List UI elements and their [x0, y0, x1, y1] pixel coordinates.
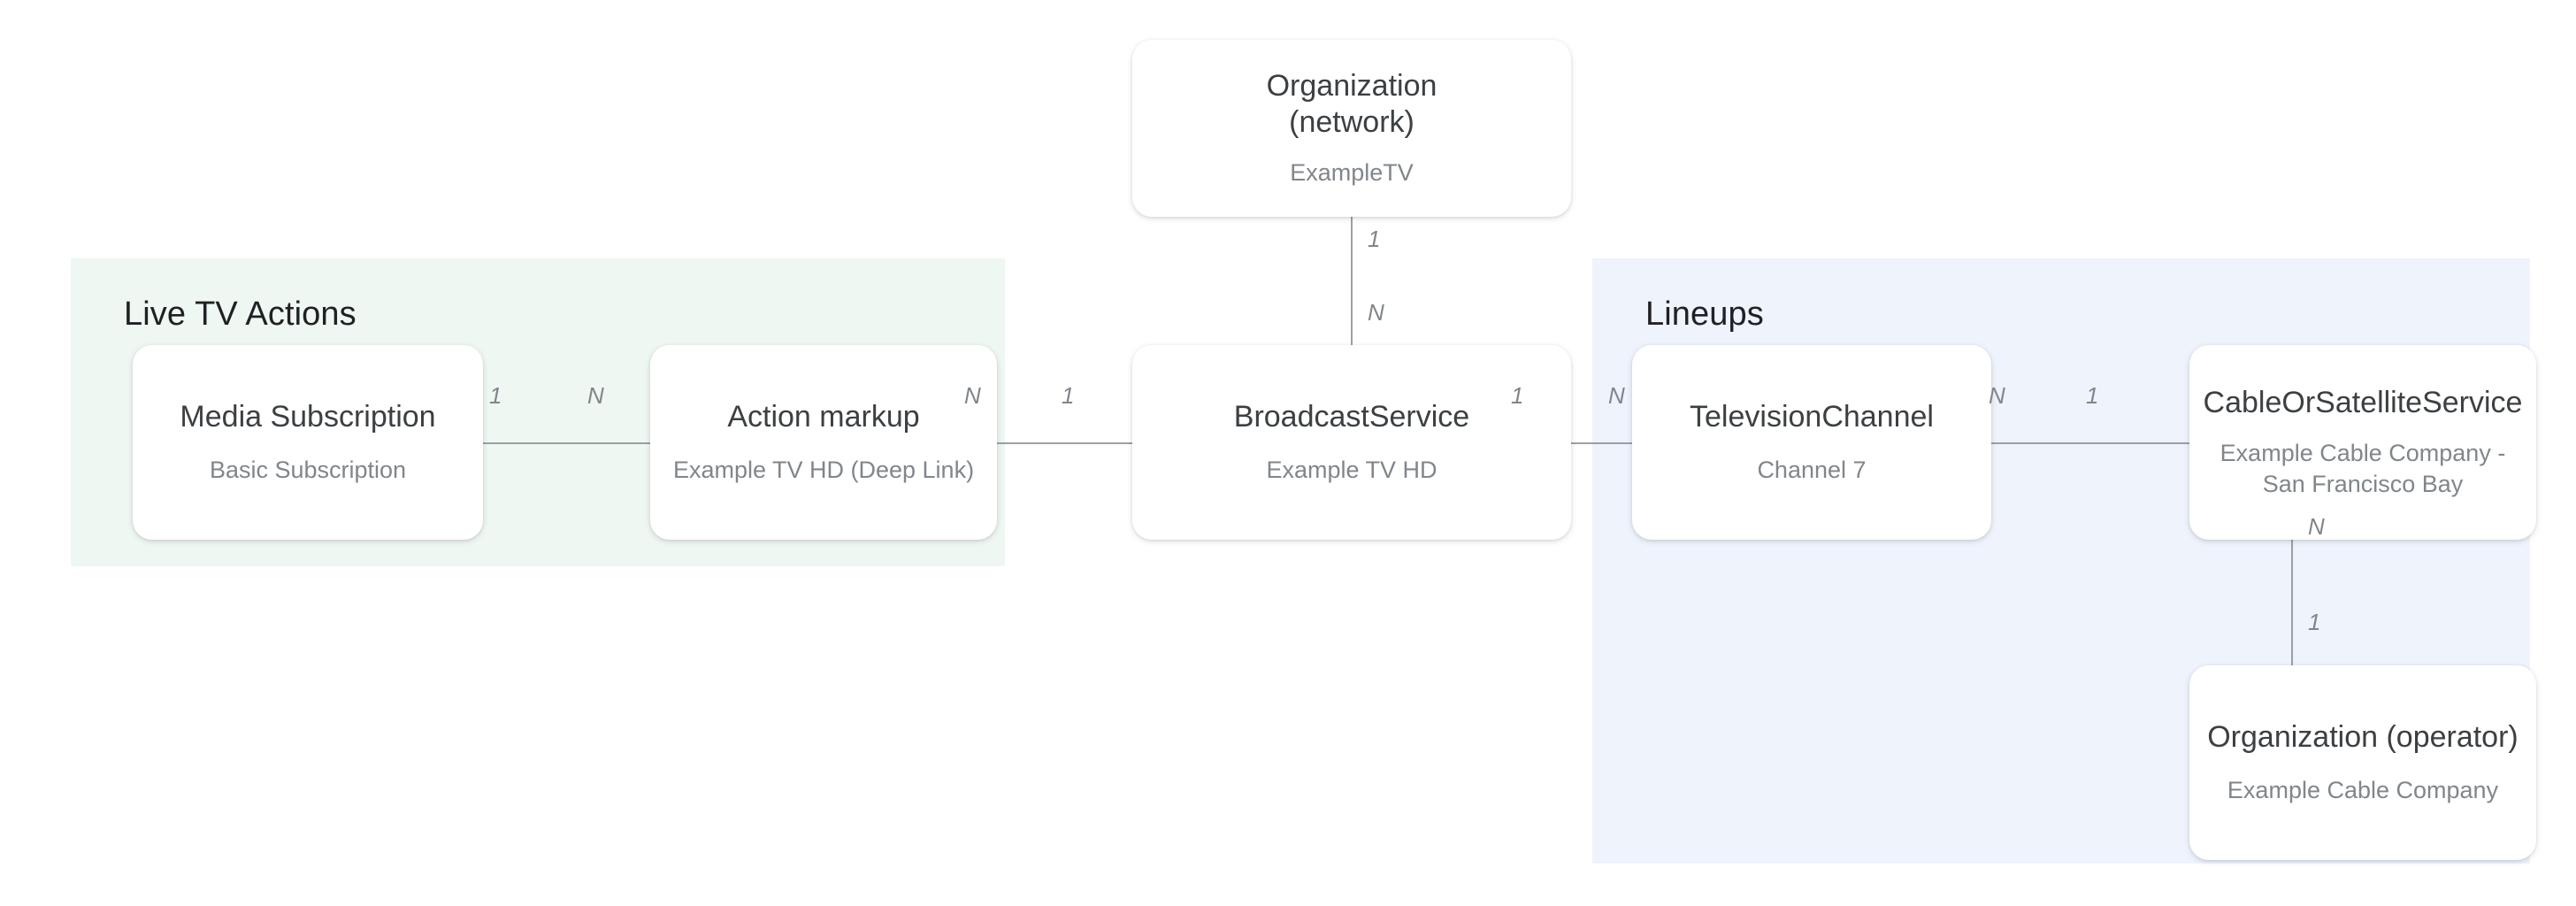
- entity-card-subtitle: Example Cable Company - San Francisco Ba…: [2220, 439, 2506, 497]
- edge-cardinality-media-subscription-side: 1: [489, 382, 502, 409]
- edge-action-markup-to-broadcast-service: [997, 442, 1134, 444]
- edge-cardinality-broadcast-service-left-side: 1: [1062, 382, 1075, 409]
- entity-card-organization-network[interactable]: Organization (network) ExampleTV: [1132, 40, 1571, 217]
- edge-cardinality-television-channel-left-side: N: [1608, 382, 1625, 409]
- entity-card-organization-operator[interactable]: Organization (operator) Example Cable Co…: [2189, 665, 2536, 860]
- entity-card-subtitle: Channel 7: [1757, 457, 1867, 484]
- entity-card-subtitle: Example Cable Company: [2227, 777, 2499, 804]
- entity-card-subtitle: Example TV HD: [1266, 457, 1438, 484]
- edge-cardinality-action-markup-left-side: N: [587, 382, 604, 409]
- entity-card-title: Action markup: [727, 399, 920, 434]
- entity-card-action-markup[interactable]: Action markup Example TV HD (Deep Link): [650, 345, 997, 540]
- edge-cardinality-organization-network-side: 1: [1368, 226, 1381, 252]
- edge-cardinality-broadcast-service-top-side: N: [1368, 299, 1384, 326]
- edge-media-subscription-to-action-markup: [483, 442, 651, 444]
- entity-card-title: BroadcastService: [1233, 399, 1470, 434]
- edge-cardinality-television-channel-right-side: N: [1989, 382, 2005, 409]
- group-panel-title-lineups: Lineups: [1645, 296, 1764, 333]
- entity-card-title: Organization (network): [1266, 68, 1438, 140]
- edge-cardinality-action-markup-right-side: N: [964, 382, 981, 409]
- entity-card-subtitle: Example TV HD (Deep Link): [672, 457, 975, 484]
- edge-cardinality-cable-satellite-left-side: 1: [2086, 382, 2099, 409]
- entity-card-television-channel[interactable]: TelevisionChannel Channel 7: [1632, 345, 1991, 540]
- entity-card-broadcast-service[interactable]: BroadcastService Example TV HD: [1132, 345, 1571, 540]
- group-panel-title-live-tv-actions: Live TV Actions: [124, 296, 356, 333]
- entity-card-title: TelevisionChannel: [1690, 399, 1934, 434]
- edge-cardinality-organization-operator-side: 1: [2308, 609, 2321, 635]
- entity-card-cable-or-satellite-service[interactable]: CableOrSatelliteService Example Cable Co…: [2189, 345, 2536, 540]
- edge-cardinality-cable-satellite-bottom-side: N: [2308, 513, 2325, 540]
- entity-card-title: CableOrSatelliteService: [2203, 386, 2523, 419]
- edge-cable-satellite-service-to-organization-operator: [2291, 540, 2293, 665]
- edge-organization-network-to-broadcast-service: [1351, 217, 1353, 345]
- edge-broadcast-service-to-television-channel: [1571, 442, 1633, 444]
- entity-card-subtitle: Basic Subscription: [209, 457, 407, 484]
- entity-card-title: Organization (operator): [2207, 719, 2518, 754]
- entity-card-subtitle: ExampleTV: [1290, 159, 1414, 187]
- edge-television-channel-to-cable-satellite-service: [1991, 442, 2190, 444]
- edge-cardinality-broadcast-service-right-side: 1: [1511, 382, 1524, 409]
- entity-card-media-subscription[interactable]: Media Subscription Basic Subscription: [133, 345, 483, 540]
- entity-card-title: Media Subscription: [180, 399, 436, 434]
